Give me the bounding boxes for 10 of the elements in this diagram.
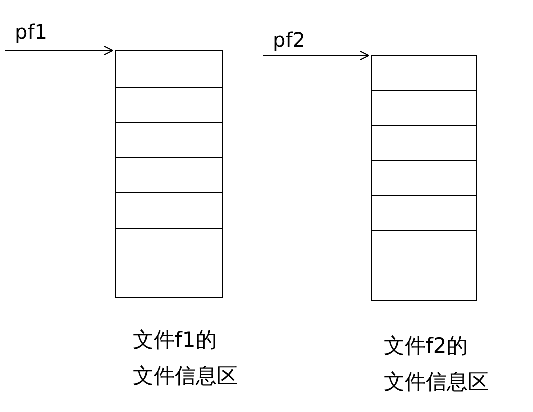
caption-text: 文件f2的 [384, 336, 468, 357]
stack-box [115, 50, 223, 298]
stack-box [371, 55, 477, 301]
caption-text: 文件信息区 [133, 366, 238, 387]
caption-text: 文件f1的 [133, 330, 217, 351]
pointer-arrow [5, 46, 114, 56]
caption-text: 文件信息区 [384, 372, 489, 393]
pointer-arrow [263, 50, 370, 61]
pointer-label: pf1 [15, 22, 48, 42]
pointer-label: pf2 [273, 30, 306, 50]
